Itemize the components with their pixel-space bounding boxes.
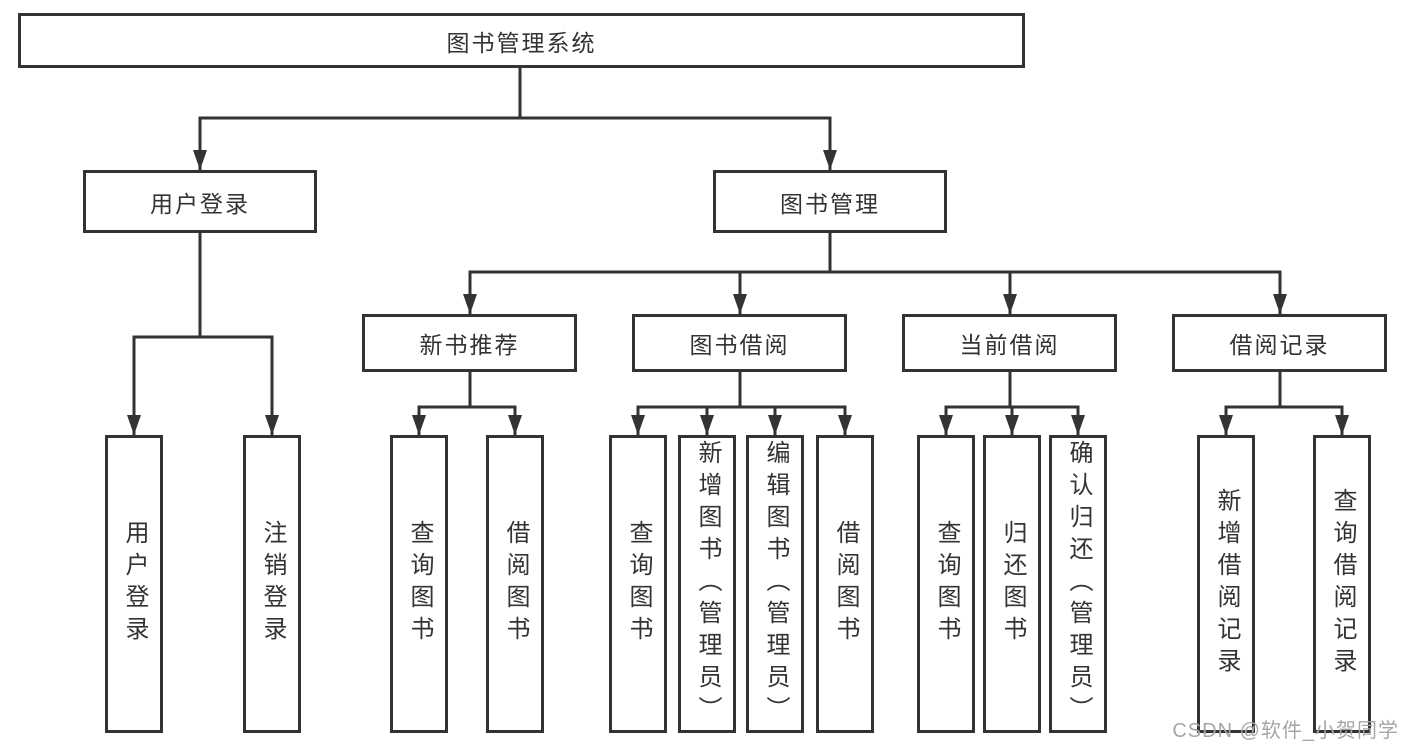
leaf-return-book-label: 归还图书 xyxy=(999,520,1026,648)
leaf-borrow-books: 借阅图书 xyxy=(816,435,874,733)
leaf-borrow-books-recommend: 借阅图书 xyxy=(486,435,544,733)
leaf-query-books-recommend-label: 查询图书 xyxy=(406,520,433,648)
leaf-query-books-borrow: 查询图书 xyxy=(609,435,667,733)
leaf-query-books-current: 查询图书 xyxy=(917,435,975,733)
csdn-watermark: CSDN @软件_小贺同学 xyxy=(1172,720,1399,742)
leaf-borrow-books-recommend-label: 借阅图书 xyxy=(502,520,529,648)
leaf-return-book: 归还图书 xyxy=(983,435,1041,733)
node-library-system: 图书管理系统 xyxy=(18,13,1025,68)
leaf-edit-book-admin-label: 编辑图书（管理员） xyxy=(762,440,789,728)
node-user-login: 用户登录 xyxy=(83,170,317,233)
node-borrow-records: 借阅记录 xyxy=(1172,314,1387,372)
leaf-add-borrow-record: 新增借阅记录 xyxy=(1197,435,1255,733)
leaf-borrow-books-label: 借阅图书 xyxy=(832,520,859,648)
connector-edges xyxy=(132,68,1344,435)
leaf-user-login-label: 用户登录 xyxy=(121,520,148,648)
leaf-confirm-return-admin: 确认归还（管理员） xyxy=(1049,435,1107,733)
leaf-edit-book-admin: 编辑图书（管理员） xyxy=(746,435,804,733)
leaf-query-books-current-label: 查询图书 xyxy=(933,520,960,648)
node-new-book-recommend: 新书推荐 xyxy=(362,314,577,372)
leaf-query-borrow-record-label: 查询借阅记录 xyxy=(1329,488,1356,680)
leaf-query-books-recommend: 查询图书 xyxy=(390,435,448,733)
node-current-borrow: 当前借阅 xyxy=(902,314,1117,372)
leaf-query-borrow-record: 查询借阅记录 xyxy=(1313,435,1371,733)
node-book-borrow: 图书借阅 xyxy=(632,314,847,372)
leaf-logout: 注销登录 xyxy=(243,435,301,733)
leaf-confirm-return-admin-label: 确认归还（管理员） xyxy=(1065,440,1092,728)
leaf-add-book-admin-label: 新增图书（管理员） xyxy=(694,440,721,728)
node-book-management: 图书管理 xyxy=(713,170,947,233)
leaf-add-borrow-record-label: 新增借阅记录 xyxy=(1213,488,1240,680)
leaf-logout-label: 注销登录 xyxy=(259,520,286,648)
leaf-add-book-admin: 新增图书（管理员） xyxy=(678,435,736,733)
leaf-query-books-borrow-label: 查询图书 xyxy=(625,520,652,648)
leaf-user-login: 用户登录 xyxy=(105,435,163,733)
